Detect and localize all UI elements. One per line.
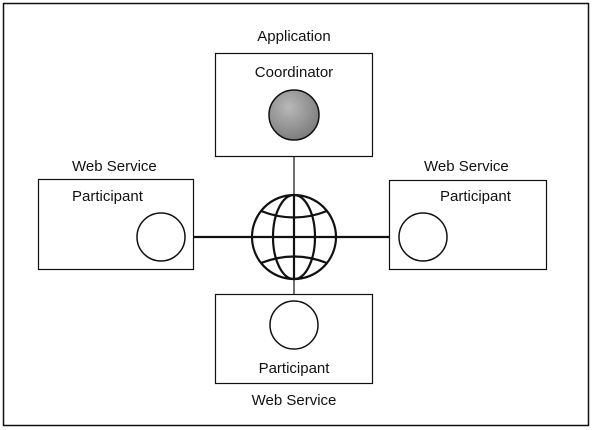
bottom-service-box: Participant: [214, 293, 374, 385]
right-participant-node: [398, 212, 448, 262]
coordinator-label: Coordinator: [255, 64, 333, 81]
left-participant-node: [136, 212, 186, 262]
coordinator-box: Coordinator: [214, 52, 374, 158]
right-participant-label: Participant: [440, 188, 512, 205]
left-participant-label: Participant: [72, 188, 144, 205]
right-service-group-label: Web Service: [424, 158, 509, 175]
left-service-group-label: Web Service: [72, 158, 157, 175]
left-service-box: Participant: [37, 178, 195, 271]
bottom-participant-node: [269, 300, 319, 350]
coordinator-node: [268, 89, 320, 141]
application-group-label: Application: [257, 28, 330, 45]
bottom-service-group-label: Web Service: [252, 392, 337, 409]
right-service-box: Participant: [388, 179, 548, 271]
globe-icon: [250, 193, 338, 281]
bottom-participant-label: Participant: [259, 360, 331, 377]
